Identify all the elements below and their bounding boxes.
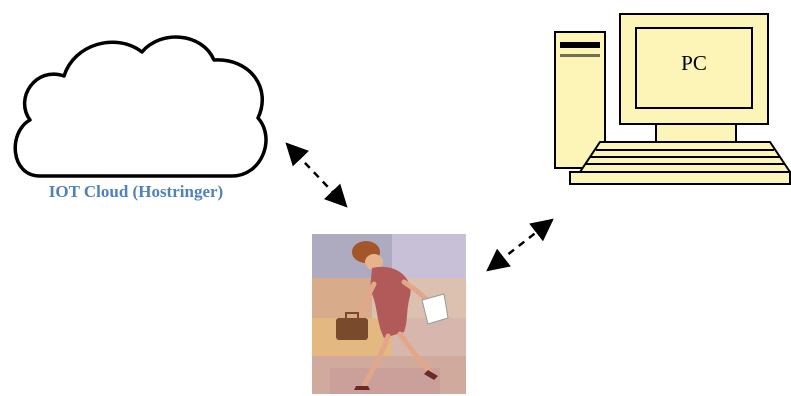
pc-label: PC [681,51,707,75]
cloud-user-connection-arrow [287,144,346,206]
user-pc-connection-arrow [488,220,552,270]
walking-woman-icon [312,234,466,394]
cloud-icon [15,37,266,176]
cloud-caption: IOT Cloud (Hostringer) [49,182,223,201]
pc-icon [555,14,790,184]
